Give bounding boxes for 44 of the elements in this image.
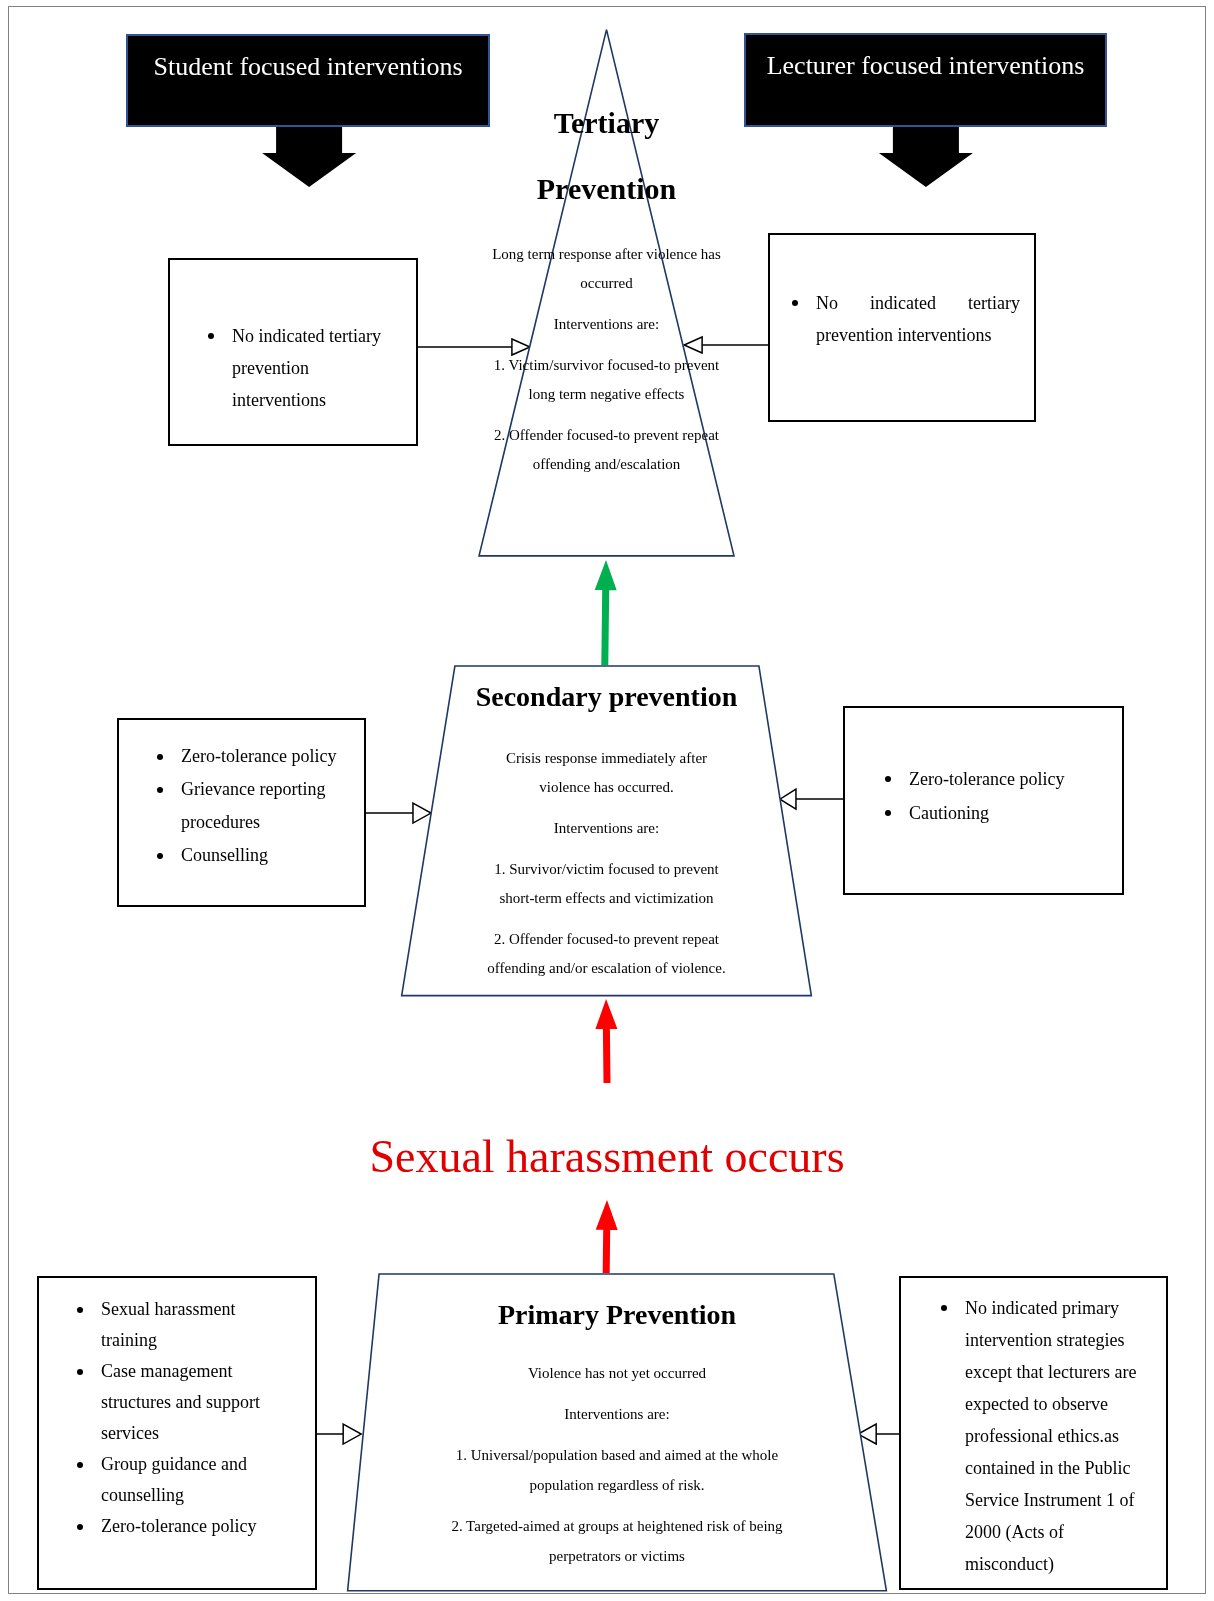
bullet-item: Cautioning xyxy=(909,802,989,825)
block-arrow xyxy=(262,127,357,187)
arrow xyxy=(417,338,531,356)
body-text: 1. Survivor/victim focused to prevent short-term effects and victimization xyxy=(493,860,720,908)
shape-title: Secondary prevention xyxy=(475,681,738,712)
arrow xyxy=(365,802,432,824)
block-arrow xyxy=(878,127,973,187)
body-text: 2. Offender focused-to prevent repeat offending and/or escalation of violence. xyxy=(486,930,727,978)
header-text: Lecturer focused interventions xyxy=(766,50,1085,82)
bullet-item: No indicated tertiary prevention interventions xyxy=(816,292,1020,347)
text-box xyxy=(168,258,418,446)
text-box xyxy=(768,233,1036,422)
bullet-item: Sexual harassment training xyxy=(101,1298,237,1352)
text-box xyxy=(899,1276,1168,1590)
body-text: Interventions are: xyxy=(552,315,661,334)
text-box xyxy=(117,718,366,907)
bullet-item: Counselling xyxy=(181,844,268,867)
body-text: 2. Targeted-aimed at groups at heightened risk of being perpetrators or victims xyxy=(450,1517,784,1566)
arrow xyxy=(683,336,769,354)
arrow xyxy=(779,788,844,810)
bullet-item: Grievance reporting procedures xyxy=(181,778,327,834)
block-arrow xyxy=(595,1199,618,1273)
block-arrow xyxy=(594,560,617,665)
header-text: Student focused interventions xyxy=(153,51,463,83)
bullet-item: Group guidance and counselling xyxy=(101,1453,248,1507)
bullet-item: Case management structures and support services xyxy=(101,1360,261,1445)
bullet-item: No indicated tertiary prevention interventions xyxy=(232,325,382,412)
event-text: Sexual harassment occurs xyxy=(369,1130,845,1184)
arrow xyxy=(316,1423,362,1445)
bullet-item: No indicated primary intervention strategies except that lecturers are expected to observe professional ethics.as contained in the Public Service Instrument 1 of 2000 (Acts of misconduct) xyxy=(965,1297,1138,1576)
bullet-item: Zero-tolerance policy xyxy=(181,745,337,768)
text-box xyxy=(843,706,1124,895)
header-box xyxy=(744,33,1107,127)
shape-title: Primary Prevention xyxy=(497,1299,737,1330)
body-text: Violence has not yet occurred xyxy=(526,1364,708,1383)
bullet-item: Zero-tolerance policy xyxy=(101,1515,257,1538)
block-arrow xyxy=(595,999,618,1084)
body-text: 1. Universal/population based and aimed at the whole population regardless of risk. xyxy=(454,1446,780,1495)
header-box xyxy=(126,34,490,127)
body-text: Interventions are: xyxy=(563,1405,671,1424)
body-text: Interventions are: xyxy=(552,819,661,838)
bullet-item: Zero-tolerance policy xyxy=(909,768,1065,791)
text-box xyxy=(37,1276,317,1590)
body-text: Crisis response immediately after violence has occurred. xyxy=(504,749,709,797)
